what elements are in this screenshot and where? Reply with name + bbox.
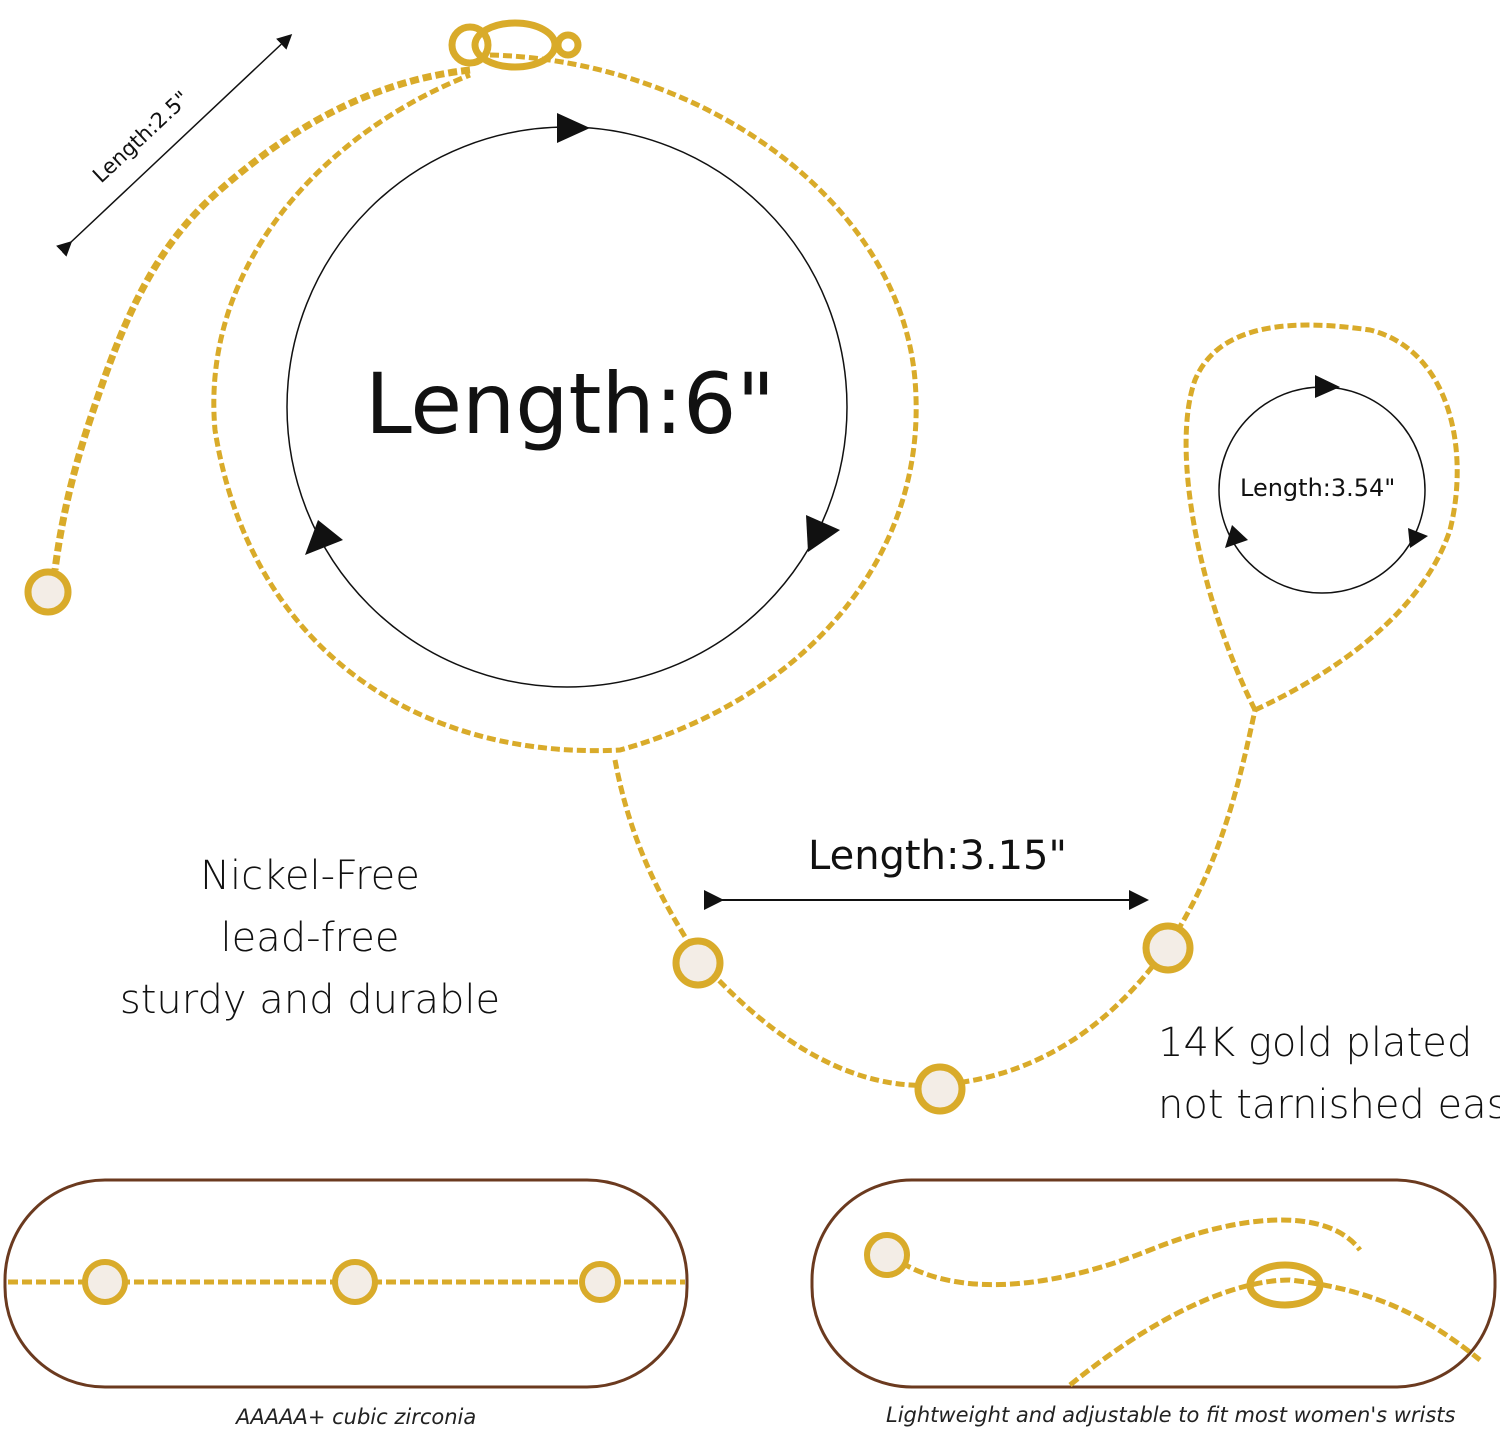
feature-text: 14K gold plated <box>1158 1020 1473 1066</box>
caption-zirconia: AAAAA+ cubic zirconia <box>236 1405 477 1429</box>
connector-length-label: Length:3.15" <box>808 833 1067 879</box>
clasp-detail-frame <box>810 1178 1497 1389</box>
feature-text: sturdy and durable <box>119 977 501 1023</box>
caption-adjustable: Lightweight and adjustable to fit most w… <box>886 1403 1456 1427</box>
extender-arrow <box>56 33 293 257</box>
features-right: 14K gold plated not tarnished easily <box>1158 1012 1500 1136</box>
ring-length-label: Length:3.54" <box>1240 474 1396 502</box>
gemstones <box>24 568 1194 1115</box>
clasp-icon <box>448 19 582 71</box>
main-length-label: Length:6" <box>365 355 776 453</box>
feature-text: not tarnished easily <box>1158 1082 1500 1128</box>
features-left: Nickel-Free lead-free sturdy and durable <box>110 845 510 1031</box>
feature-text: Nickel-Free <box>200 853 420 899</box>
feature-text: lead-free <box>220 915 400 961</box>
zirconia-detail-frame <box>3 1178 689 1389</box>
